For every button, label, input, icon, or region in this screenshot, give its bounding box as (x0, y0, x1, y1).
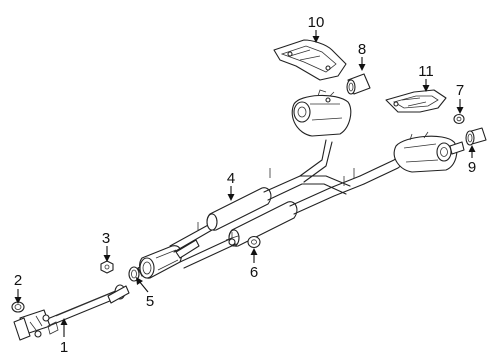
callout-6: 6 (250, 264, 258, 281)
callout-3: 3 (102, 230, 110, 247)
callout-11: 11 (418, 63, 434, 80)
callout-4: 4 (227, 170, 235, 187)
part-resonator-pipes-4 (169, 139, 409, 269)
part-rear-muffler-left (291, 89, 352, 137)
callout-1: 1 (60, 339, 68, 356)
callout-leaders (14, 30, 476, 337)
part-insulator-6 (247, 235, 261, 249)
part-exhaust-tip-9 (465, 127, 487, 146)
part-exhaust-tip-8 (346, 73, 371, 95)
callout-10: 10 (308, 14, 325, 31)
callout-8: 8 (358, 41, 366, 58)
callout-5: 5 (146, 293, 154, 310)
part-front-pipe (13, 284, 130, 341)
part-insulator-7 (453, 113, 465, 125)
part-catalytic-converter (139, 239, 200, 279)
callout-2: 2 (14, 272, 22, 289)
callout-9: 9 (468, 159, 476, 176)
part-nut-3 (100, 260, 114, 274)
part-rear-muffler-right (393, 131, 465, 173)
callout-7: 7 (456, 82, 464, 99)
part-heat-shield-10 (273, 39, 347, 81)
part-heat-shield-11 (385, 89, 447, 113)
